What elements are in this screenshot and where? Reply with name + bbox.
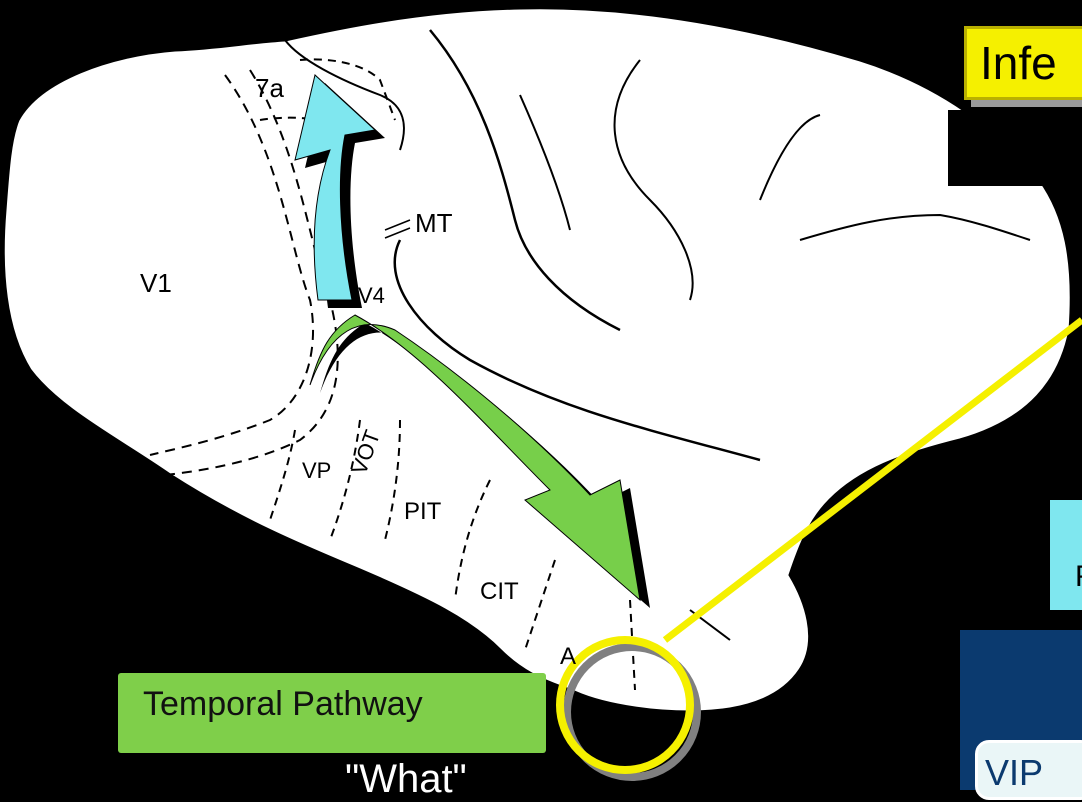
label-ait: A [560,645,576,669]
label-vp: VP [302,460,331,482]
label-v4: V4 [358,285,385,307]
temporal-pathway-label: Temporal Pathway [143,685,423,724]
label-7a: 7a [255,75,284,101]
title-panel-backdrop [948,110,1082,186]
what-caption: "What" [345,757,467,802]
brain-diagram: V1 7a MT V4 VP VOT PIT CIT A Infe Tempor… [0,0,1082,785]
label-v1: V1 [140,270,172,296]
title-text: Infe [980,36,1057,90]
label-pit: PIT [404,500,441,524]
label-mt: MT [415,210,453,236]
cyan-panel-text: F [1075,560,1082,594]
vip-text: VIP [985,752,1043,794]
label-cit: CIT [480,580,519,604]
brain-outline [3,8,1071,712]
